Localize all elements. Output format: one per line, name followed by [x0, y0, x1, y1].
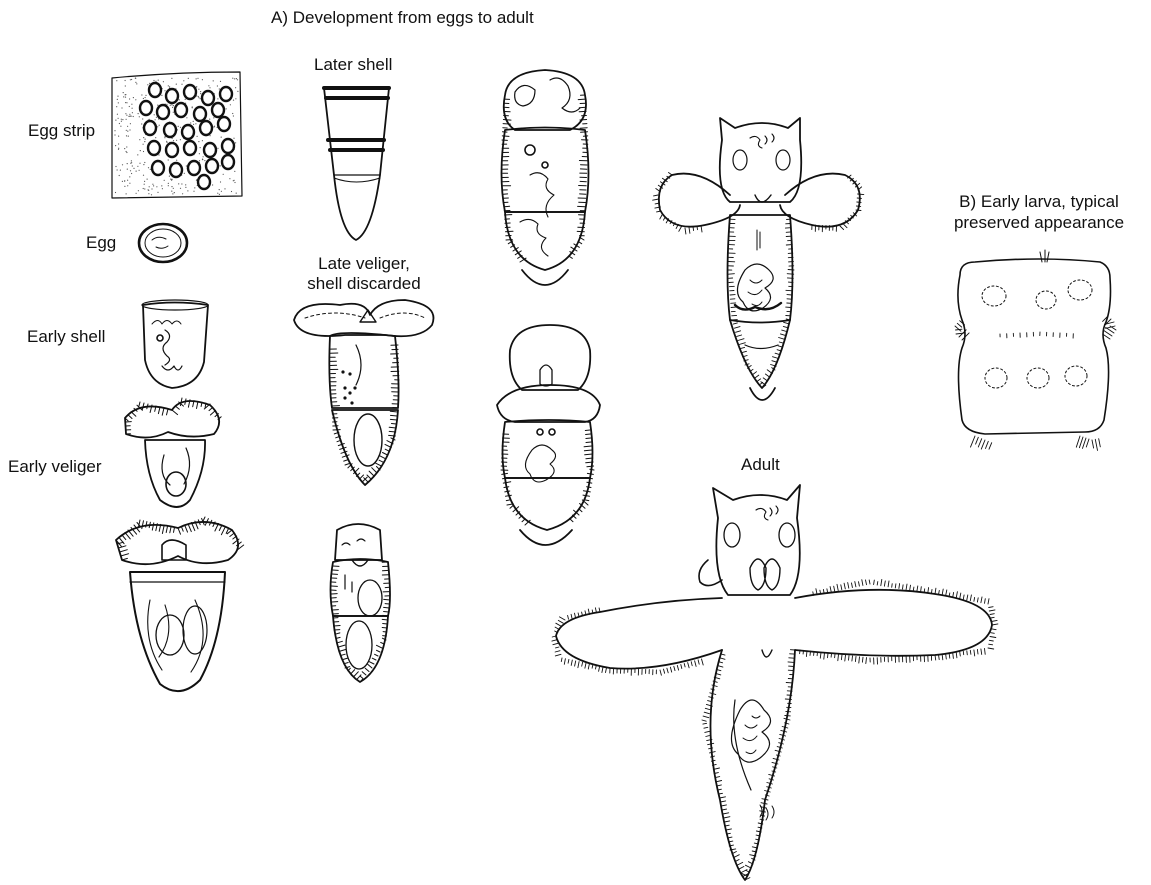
- larva-stage-3a-drawing: [502, 70, 589, 285]
- preserved-larva-drawing: [955, 250, 1116, 450]
- young-larva-drawing: [331, 524, 391, 682]
- veliger-stage-2-drawing: [116, 517, 244, 691]
- juvenile-wing-cilia: [653, 173, 864, 389]
- early-shell-drawing: [142, 300, 208, 388]
- egg-strip-eggs: [140, 83, 234, 189]
- egg-strip-drawing: [112, 72, 242, 198]
- young-larva-cilia: [331, 562, 390, 682]
- late-veliger-drawing: [294, 300, 433, 485]
- early-veliger-drawing: [125, 398, 221, 507]
- adult-drawing: [552, 485, 998, 880]
- veliger-2-cilia: [116, 517, 244, 560]
- preserved-larva-cilia: [955, 316, 1116, 450]
- larva-stage-3b-drawing: [497, 325, 600, 545]
- later-shell-drawing: [324, 88, 389, 240]
- larva-3a-cilia: [502, 95, 588, 262]
- egg-drawing: [139, 224, 187, 262]
- juvenile-drawing: [653, 118, 864, 400]
- adult-wing-cilia: [552, 580, 998, 881]
